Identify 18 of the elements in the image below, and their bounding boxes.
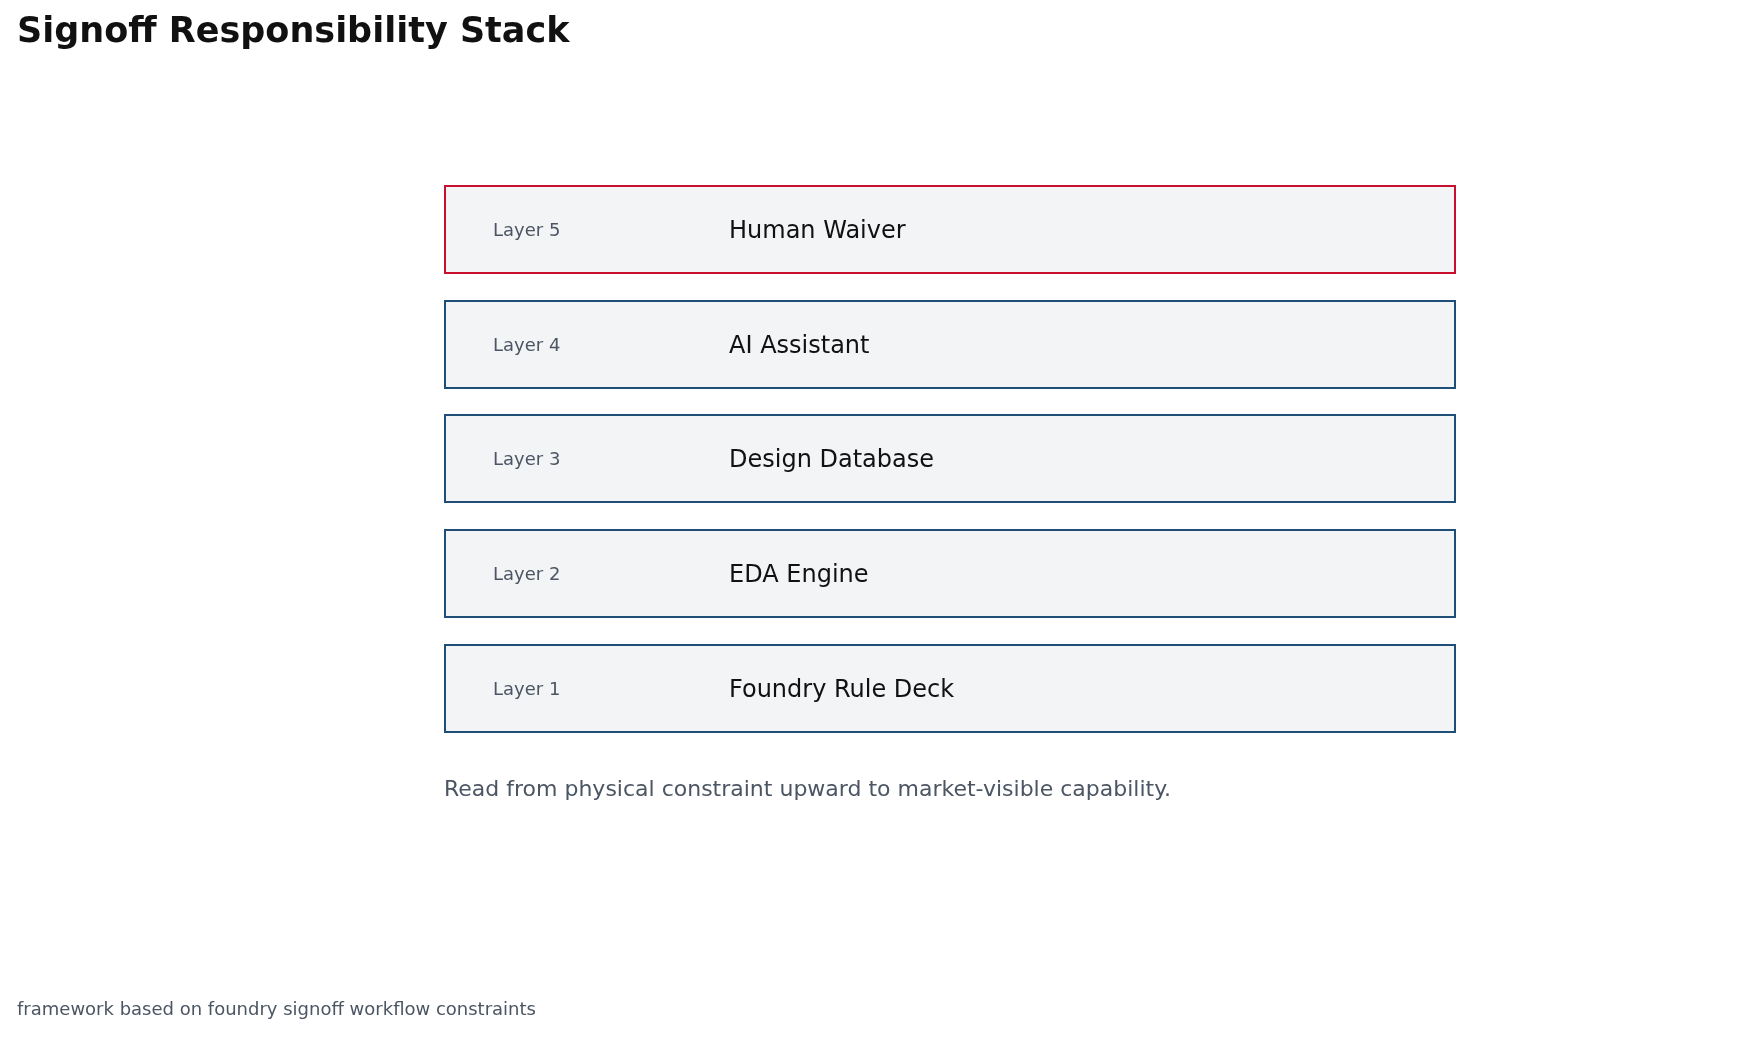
layer-name: Design Database [729, 444, 934, 473]
layer-name: EDA Engine [729, 559, 869, 588]
layer-box [444, 529, 1456, 618]
layer-number: Layer 3 [493, 448, 561, 469]
diagram-title: Signoff Responsibility Stack [17, 10, 570, 50]
layer-number: Layer 4 [493, 334, 561, 355]
layer-number: Layer 2 [493, 563, 561, 584]
layer-box [444, 300, 1456, 389]
layer-name: Human Waiver [729, 215, 906, 244]
caption: Read from physical constraint upward to market-visible capability. [444, 776, 1172, 801]
layer-number: Layer 1 [493, 678, 561, 699]
layer-box [444, 414, 1456, 503]
layer-box [444, 185, 1456, 274]
layer-name: Foundry Rule Deck [729, 674, 955, 703]
footer-note: framework based on foundry signoff workflow constraints [17, 998, 536, 1019]
layer-number: Layer 5 [493, 219, 561, 240]
layer-name: AI Assistant [729, 330, 870, 359]
layer-box [444, 644, 1456, 733]
